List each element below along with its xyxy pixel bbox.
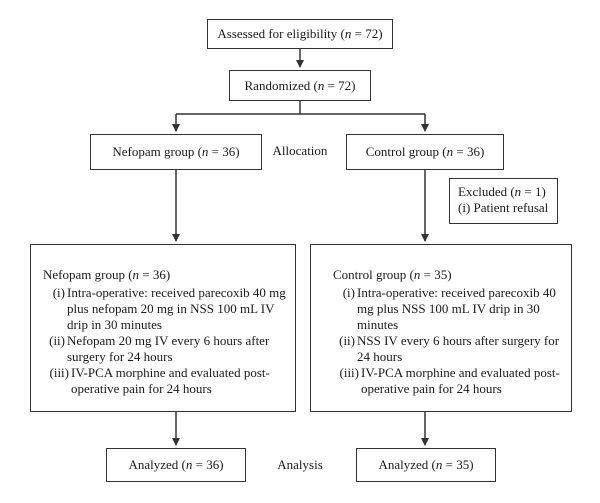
nefopam-protocol-item: (ii)Nefopam 20 mg IV every 6 hours after…	[49, 333, 270, 364]
nefopam-allocation-box: Nefopam group (n = 36)	[90, 134, 262, 170]
control-allocation-box: Control group (n = 36)	[346, 134, 504, 170]
nefopam-protocol-item: (i)Intra-operative: received parecoxib 4…	[52, 285, 286, 332]
control-allocation-text: Control group (n = 36)	[365, 144, 485, 159]
control-protocol-item: (ii)NSS IV every 6 hours after surgery f…	[339, 333, 560, 364]
assessed-text: Assessed for eligibility (n = 72)	[217, 26, 383, 41]
nefopam-detail-title: Nefopam group (n = 36)	[43, 267, 171, 282]
control-protocol-list: (i)Intra-operative: received parecoxib 4…	[333, 285, 563, 397]
nefopam-analyzed-box: Analyzed (n = 36)	[106, 448, 246, 482]
excluded-title: Excluded (n = 1)	[458, 184, 546, 199]
nefopam-allocation-text: Nefopam group (n = 36)	[112, 144, 240, 159]
allocation-label: Allocation	[272, 143, 328, 158]
nefopam-protocol-list: (i)Intra-operative: received parecoxib 4…	[43, 285, 287, 397]
analysis-label: Analysis	[277, 457, 323, 472]
nefopam-protocol-item: (iii)IV-PCA morphine and evaluated post-…	[49, 365, 270, 396]
nefopam-detail-box: Nefopam group (n = 36) (i)Intra-operativ…	[30, 244, 296, 412]
control-analyzed-text: Analyzed (n = 35)	[378, 457, 474, 472]
control-detail-title: Control group (n = 35)	[333, 267, 452, 282]
control-detail-box: Control group (n = 35) (i)Intra-operativ…	[310, 244, 572, 412]
randomized-box: Randomized (n = 72)	[229, 70, 371, 101]
randomized-text: Randomized (n = 72)	[244, 77, 356, 93]
assessed-box: Assessed for eligibility (n = 72)	[207, 19, 393, 49]
excluded-box: Excluded (n = 1) (i) Patient refusal	[449, 178, 558, 224]
excluded-item: (i) Patient refusal	[458, 200, 549, 215]
control-protocol-item: (i)Intra-operative: received parecoxib 4…	[342, 285, 556, 332]
control-analyzed-box: Analyzed (n = 35)	[356, 448, 496, 482]
control-protocol-item: (iii)IV-PCA morphine and evaluated post-…	[339, 365, 560, 396]
nefopam-analyzed-text: Analyzed (n = 36)	[128, 457, 224, 472]
